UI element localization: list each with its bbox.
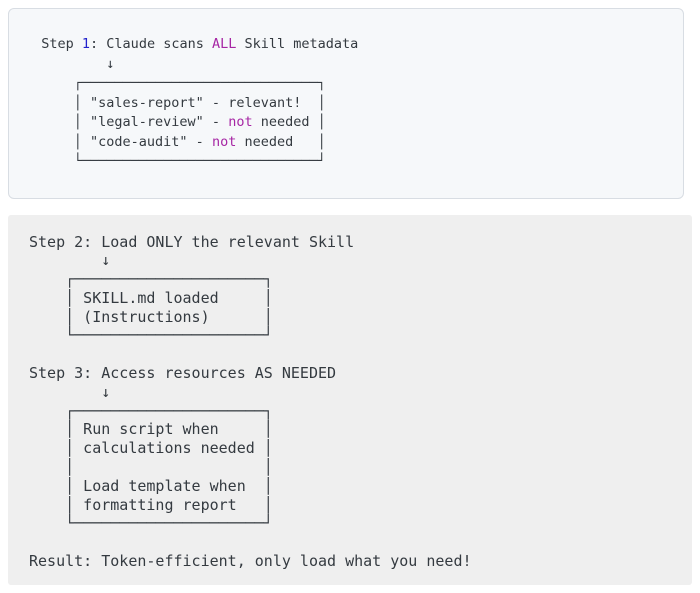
code-block-steps-2-3-result: Step 2: Load ONLY the relevant Skill ↓ ┌… [8, 214, 692, 585]
code-block-step1-metadata-scan: Step 1: Claude scans ALL Skill metadata … [8, 8, 684, 199]
ascii-diagram-steps-2-3-result: Step 2: Load ONLY the relevant Skill ↓ ┌… [29, 232, 472, 571]
ascii-diagram-step1-scan: Step 1: Claude scans ALL Skill metadata … [25, 36, 359, 169]
